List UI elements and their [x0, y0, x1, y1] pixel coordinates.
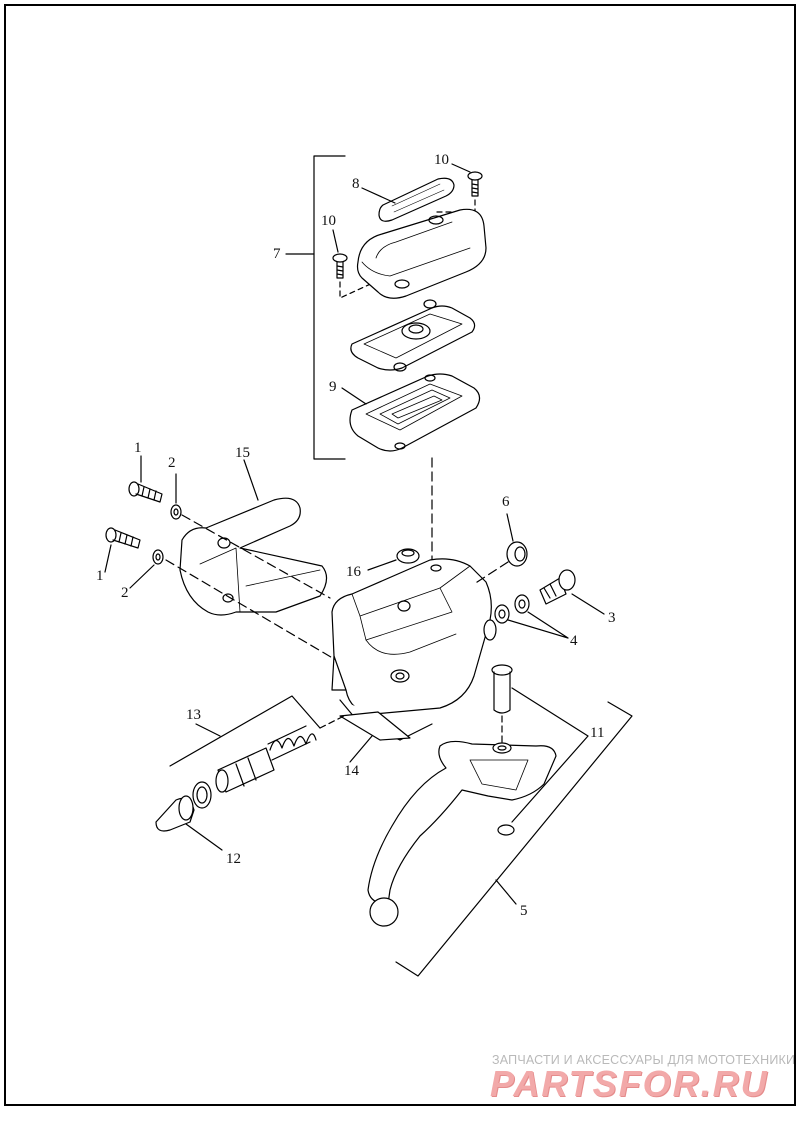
part-2-washer-top: [170, 504, 182, 520]
bracket-13: [169, 695, 321, 767]
master-cylinder-body: [331, 558, 497, 741]
diagram-border: [4, 4, 796, 1106]
bracket-7: [313, 155, 346, 460]
callout-13: 13: [186, 707, 201, 723]
callout-10-left: 10: [321, 213, 336, 229]
leader-10-top: [451, 163, 471, 173]
part-13-spring: [267, 725, 317, 761]
part-12-retaining-ring: [192, 781, 212, 809]
dash-13: [319, 715, 345, 729]
part-14-boot: [339, 711, 411, 741]
part-12-dust-boot: [155, 795, 195, 832]
leader-1-bottom: [104, 544, 112, 573]
dash-10-left: [339, 275, 389, 299]
callout-1-top: 1: [134, 440, 142, 456]
part-11-clip: [497, 824, 515, 836]
callout-9: 9: [329, 379, 337, 395]
part-7-reservoir-cover: [356, 208, 487, 299]
callout-6: 6: [502, 494, 510, 510]
leader-15: [243, 459, 259, 501]
part-1-screw-bottom: [105, 527, 141, 549]
leader-13: [195, 723, 221, 737]
part-4-washers: [494, 594, 530, 624]
part-16-plug: [396, 548, 420, 564]
leader-4: [507, 611, 569, 639]
part-2-washer-bottom: [152, 549, 164, 565]
part-13-piston: [215, 747, 275, 793]
leader-14: [349, 735, 373, 763]
part-1-screw-top: [128, 481, 163, 503]
callout-14: 14: [344, 763, 359, 779]
leader-9: [341, 387, 367, 405]
callout-5: 5: [520, 903, 528, 919]
callout-11: 11: [590, 725, 605, 741]
part-8-decal: [378, 177, 455, 222]
part-3-banjo-bolt: [539, 569, 576, 605]
leader-10-left: [332, 229, 339, 253]
leader-3: [571, 593, 605, 615]
callout-1-bottom: 1: [96, 568, 104, 584]
callout-4: 4: [570, 633, 578, 649]
part-6-cap: [506, 541, 528, 567]
part-7-plate: [350, 299, 476, 372]
bracket-5: [395, 701, 633, 977]
watermark-logo: PARTSFOR.RU: [490, 1063, 769, 1104]
callout-10-top: 10: [434, 152, 449, 168]
leader-12: [185, 823, 223, 851]
part-11-pivot-pin: [491, 664, 513, 714]
callout-7: 7: [273, 246, 281, 262]
callout-16: 16: [346, 564, 361, 580]
dash-screw-top: [181, 514, 331, 599]
dash-screw-bottom: [165, 559, 337, 661]
leader-8: [361, 187, 396, 204]
part-5-lever: [367, 740, 557, 927]
callout-8: 8: [352, 176, 360, 192]
part-15-clamp: [179, 497, 328, 616]
part-9-diaphragm: [349, 373, 481, 452]
callout-2-top: 2: [168, 455, 176, 471]
callout-3: 3: [608, 610, 616, 626]
leader-2-bottom: [129, 564, 155, 589]
part-10-screw-left: [332, 253, 348, 279]
watermark-caption: ЗАПЧАСТИ И АКСЕССУАРЫ ДЛЯ МОТОТЕХНИКИ: [492, 1053, 796, 1067]
callout-15: 15: [235, 445, 250, 461]
part-10-screw-top: [467, 171, 483, 197]
callout-2-bottom: 2: [121, 585, 129, 601]
leader-16: [367, 559, 397, 571]
leader-5: [495, 879, 517, 905]
leader-11: [511, 687, 589, 823]
callout-12: 12: [226, 851, 241, 867]
leader-6: [506, 513, 514, 542]
dash-6: [473, 561, 509, 585]
